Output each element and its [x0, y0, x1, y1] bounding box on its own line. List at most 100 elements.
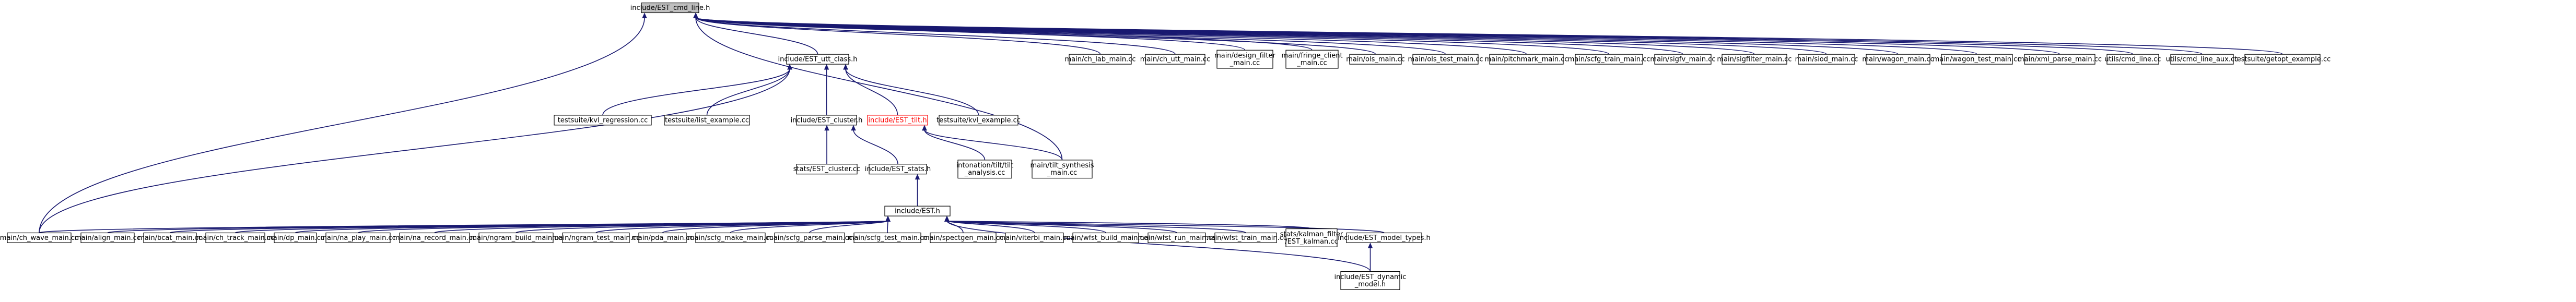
- node-label: testsuite/getopt_example.cc: [2234, 56, 2331, 64]
- node-label: /EST_kalman.cc: [1285, 238, 1338, 246]
- node-wfst-run-main[interactable]: main/wfst_run_main.cc: [1138, 232, 1216, 244]
- node-label: main/bcat_main.cc: [138, 234, 202, 242]
- node-scfg-test-main[interactable]: main/scfg_test_main.cc: [848, 232, 927, 244]
- node-kvl-regression[interactable]: testsuite/kvl_regression.cc: [554, 115, 652, 126]
- edge-kvl_example-to-utt_class_h: [845, 68, 979, 115]
- node-est-h[interactable]: include/EST.h: [884, 206, 951, 216]
- arrowhead-ch_wave_main-to-cmd_line_h: [642, 13, 647, 18]
- node-box: [1340, 271, 1400, 290]
- node-label: utils/cmd_line_aux.cc: [2166, 56, 2239, 64]
- node-ch-lab-main[interactable]: main/ch_lab_main.cc: [1065, 54, 1136, 65]
- node-na-play-main[interactable]: main/na_play_main.cc: [320, 232, 396, 244]
- node-tilt-analysis[interactable]: intonation/tilt/tilt_analysis.cc: [956, 160, 1014, 179]
- edge-list_example-to-utt_class_h: [706, 68, 790, 115]
- node-list-example[interactable]: testsuite/list_example.cc: [664, 115, 750, 126]
- node-label: main/ngram_build_main.cc: [470, 234, 561, 242]
- node-viterbi-main[interactable]: main/viterbi_main.cc: [999, 232, 1070, 244]
- node-box: [1005, 232, 1064, 244]
- node-box: [205, 232, 265, 244]
- node-ch-utt-main[interactable]: main/ch_utt_main.cc: [1140, 54, 1211, 65]
- node-siod-main[interactable]: main/siod_main.cc: [1795, 54, 1858, 65]
- node-ngram-test-main[interactable]: main/ngram_test_main.cc: [552, 232, 640, 244]
- node-cmd-line-h[interactable]: include/EST_cmd_line.h: [630, 2, 710, 14]
- node-stats-cluster[interactable]: stats/EST_cluster.cc: [793, 164, 860, 175]
- edge-kalman-to-est_h: [946, 220, 1312, 229]
- node-fringe-client-main[interactable]: main/fringe_client_main.cc: [1281, 50, 1343, 69]
- node-tilt-h[interactable]: include/EST_tilt.h: [867, 115, 928, 126]
- node-label: main/scfg_make_main.cc: [688, 234, 773, 242]
- node-sigfilter-main[interactable]: main/sigfilter_main.cc: [1717, 54, 1792, 65]
- node-wfst-build-main[interactable]: main/wfst_build_main.cc: [1064, 232, 1148, 244]
- node-scfg-train-main[interactable]: main/scfg_train_main.cc: [1568, 54, 1650, 65]
- node-box: [695, 232, 766, 244]
- arrowhead-stats_h-to-cluster_h: [851, 125, 856, 131]
- node-cluster-h[interactable]: include/EST_cluster.h: [791, 115, 863, 126]
- node-sigfv-main[interactable]: main/sigfv_main.cc: [1650, 54, 1716, 65]
- node-box: [1412, 54, 1479, 65]
- node-box: [1148, 232, 1206, 244]
- node-ols-main[interactable]: main/ols_main.cc: [1346, 54, 1405, 65]
- node-wfst-train-main[interactable]: main/wfst_train_main.cc: [1204, 232, 1287, 244]
- node-box: [796, 115, 857, 126]
- node-pitchmark-main[interactable]: main/pitchmark_main.cc: [1484, 54, 1568, 65]
- node-label: main/design_filter: [1214, 52, 1275, 60]
- node-ch-track-main[interactable]: main/ch_track_main.cc: [196, 232, 274, 244]
- node-box: [274, 232, 317, 244]
- node-tilt-synthesis-main[interactable]: main/tilt_synthesis_main.cc: [1031, 160, 1094, 179]
- edge-tilt_synthesis_main-to-tilt_h: [924, 129, 1063, 161]
- node-utils-cmd-line-aux[interactable]: utils/cmd_line_aux.cc: [2166, 54, 2239, 65]
- node-box: [1346, 232, 1422, 244]
- node-label: main/ch_utt_main.cc: [1140, 56, 1211, 64]
- node-label: _main.cc: [1047, 169, 1077, 177]
- node-scfg-parse-main[interactable]: main/scfg_parse_main.cc: [767, 232, 852, 244]
- edge-getopt_example-to-cmd_line_h: [695, 17, 2283, 55]
- node-label: main/fringe_client: [1281, 52, 1342, 60]
- node-spectgen-main[interactable]: main/spectgen_main.cc: [923, 232, 1003, 244]
- node-dynamic-model-h[interactable]: include/EST_dynamic_model.h: [1334, 271, 1407, 290]
- arrowhead-dynamic_model_h-to-model_types_h: [1367, 243, 1373, 248]
- node-dp-main[interactable]: main/dp_main.cc: [266, 232, 324, 244]
- node-pda-main[interactable]: main/pda_main.cc: [631, 232, 694, 244]
- node-bcat-main[interactable]: main/bcat_main.cc: [138, 232, 202, 244]
- node-align-main[interactable]: main/align_main.cc: [75, 232, 140, 244]
- arrowhead-stats_cluster-to-cluster_h: [824, 125, 829, 131]
- node-label: stats/EST_cluster.cc: [793, 165, 860, 173]
- node-design-filter-main[interactable]: main/design_filter_main.cc: [1214, 50, 1276, 69]
- node-wagon-test-main[interactable]: main/wagon_test_main.cc: [1933, 54, 2021, 65]
- node-utt-class-h[interactable]: include/EST_utt_class.h: [778, 54, 858, 65]
- node-kvl-example[interactable]: testsuite/kvl_example.cc: [936, 115, 1021, 126]
- arrowhead-ch_wave_main-to-utt_class_h: [787, 64, 792, 70]
- node-stats-h[interactable]: include/EST_stats.h: [865, 164, 931, 175]
- edge-ch_utt_main-to-cmd_line_h: [695, 17, 1176, 55]
- node-scfg-make-main[interactable]: main/scfg_make_main.cc: [688, 232, 773, 244]
- node-label: main/viterbi_main.cc: [999, 234, 1070, 242]
- node-ngram-build-main[interactable]: main/ngram_build_main.cc: [470, 232, 562, 244]
- node-box: [478, 232, 554, 244]
- node-label: main/wfst_train_main.cc: [1204, 234, 1287, 242]
- node-xml-parse-main[interactable]: main/xml_parse_main.cc: [2018, 54, 2102, 65]
- node-box: [774, 232, 845, 244]
- node-kalman[interactable]: stats/kalman_filter/EST_kalman.cc: [1280, 228, 1343, 247]
- edge-stats_h-to-cluster_h: [853, 129, 898, 164]
- node-label: _model.h: [1354, 281, 1386, 288]
- node-label: main/wfst_run_main.cc: [1138, 234, 1216, 242]
- node-box: [1941, 54, 2013, 65]
- node-box: [1032, 160, 1093, 179]
- node-wagon-main[interactable]: main/wagon_main.cc: [1862, 54, 1934, 65]
- edge-ch_wave_main-to-utt_class_h: [39, 69, 790, 233]
- node-na-record-main[interactable]: main/na_record_main.cc: [393, 232, 476, 244]
- node-label: testsuite/list_example.cc: [665, 116, 749, 124]
- node-label: include/EST_dynamic: [1334, 273, 1407, 281]
- node-box: [884, 206, 951, 216]
- node-ch-wave-main[interactable]: main/ch_wave_main.cc: [0, 232, 78, 244]
- node-utils-cmd-line[interactable]: utils/cmd_line.cc: [2104, 54, 2161, 65]
- node-ols-test-main[interactable]: main/ols_test_main.cc: [1408, 54, 1483, 65]
- node-box: [325, 232, 391, 244]
- node-label: main/ch_lab_main.cc: [1065, 56, 1136, 64]
- node-label: main/align_main.cc: [75, 234, 140, 242]
- node-model-types-h[interactable]: include/EST_model_types.h: [1338, 232, 1431, 244]
- node-label: include/EST.h: [895, 208, 940, 215]
- node-getopt-example[interactable]: testsuite/getopt_example.cc: [2234, 54, 2331, 65]
- node-label: main/scfg_test_main.cc: [848, 234, 927, 242]
- node-label: testsuite/kvl_example.cc: [936, 116, 1021, 124]
